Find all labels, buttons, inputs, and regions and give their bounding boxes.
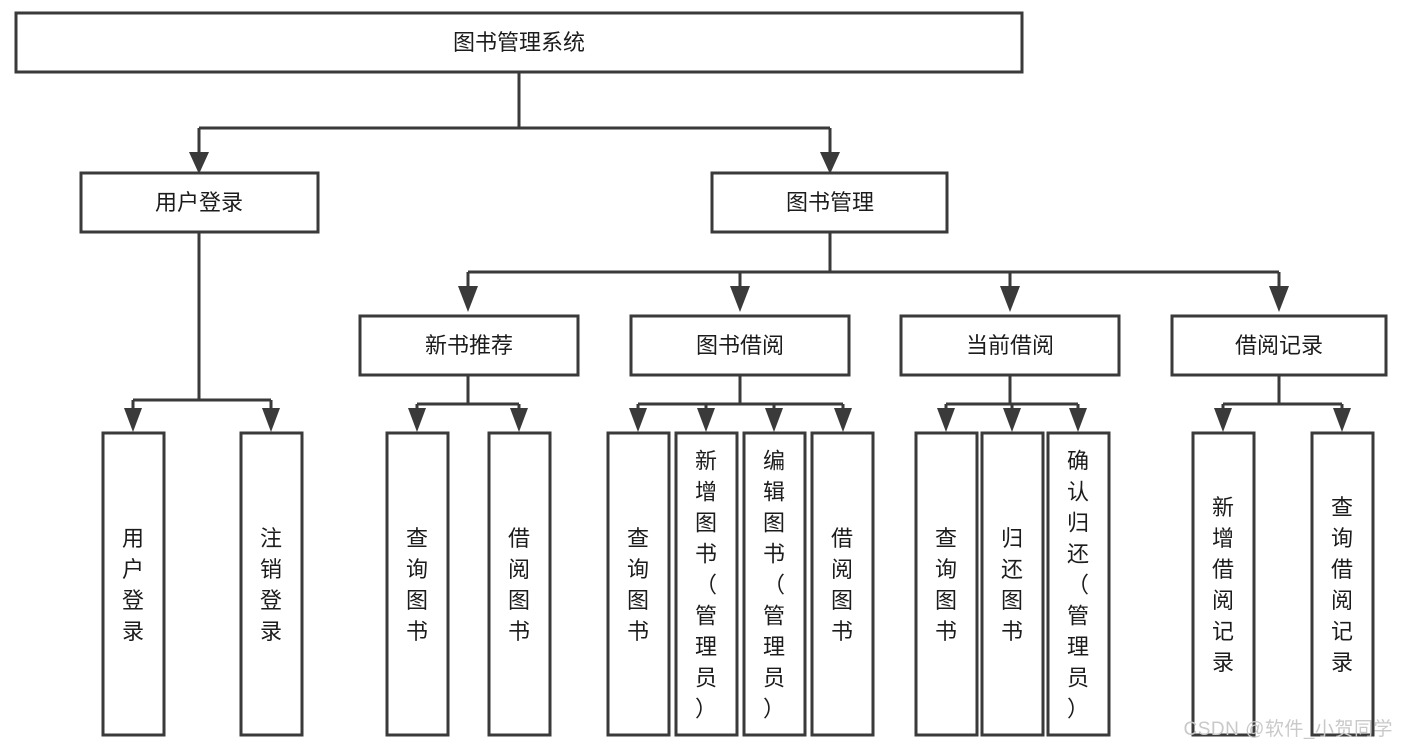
leaf-edit-book-admin-box	[742, 431, 807, 737]
leaf-query-book-2-label: 查询图书	[627, 526, 649, 644]
leaf-user-login[interactable]: 用户登录	[101, 431, 166, 737]
leaf-query-book-3[interactable]: 查询图书	[914, 431, 979, 737]
leaf-edit-book-admin[interactable]: 编辑图书（管理员）	[742, 431, 807, 737]
node-root-title-box	[14, 11, 1024, 74]
arrow-cb-leaf-2	[1003, 408, 1021, 432]
leaf-return-book-box	[980, 431, 1045, 737]
node-book-borrow-label: 图书借阅	[696, 333, 784, 358]
leaf-borrow-book-2[interactable]: 借阅图书	[810, 431, 875, 737]
leaf-confirm-return-admin[interactable]: 确认归还（管理员）	[1046, 431, 1111, 737]
leaf-query-book-3-label: 查询图书	[935, 526, 957, 644]
leaf-logout[interactable]: 注销登录	[239, 431, 304, 737]
node-book-borrow[interactable]: 图书借阅	[629, 314, 851, 377]
leaf-query-borrow-record-box	[1310, 431, 1375, 737]
arrow-to-book-borrow	[730, 286, 750, 312]
arrow-cb-leaf-3	[1069, 408, 1087, 432]
leaf-return-book[interactable]: 归还图书	[980, 431, 1045, 737]
node-new-book-recommend-label: 新书推荐	[425, 333, 513, 358]
leaf-add-borrow-record[interactable]: 新增借阅记录	[1191, 431, 1256, 737]
arrow-to-new-book-rec	[458, 286, 478, 312]
node-root-title[interactable]: 图书管理系统	[14, 11, 1024, 74]
leaf-user-login-box	[101, 431, 166, 737]
arrow-bb-leaf-2	[697, 408, 715, 432]
node-new-book-recommend[interactable]: 新书推荐	[358, 314, 580, 377]
leaf-query-book-1[interactable]: 查询图书	[385, 431, 450, 737]
node-borrow-record-label: 借阅记录	[1235, 333, 1323, 358]
leaf-add-borrow-record-box	[1191, 431, 1256, 737]
arrow-to-leaf-user-login	[124, 408, 142, 432]
leaf-query-book-2[interactable]: 查询图书	[606, 431, 671, 737]
node-book-borrow-box	[629, 314, 851, 377]
leaf-query-book-3-box	[914, 431, 979, 737]
node-current-borrow-box	[899, 314, 1121, 377]
leaf-query-borrow-record[interactable]: 查询借阅记录	[1310, 431, 1375, 737]
arrow-bb-leaf-1	[629, 408, 647, 432]
leaf-add-book-admin-label: 新增图书（管理员）	[695, 449, 717, 722]
leaf-query-book-2-box	[606, 431, 671, 737]
leaf-add-book-admin[interactable]: 新增图书（管理员）	[674, 431, 739, 737]
arrow-bb-leaf-3	[765, 408, 783, 432]
leaf-confirm-return-admin-box	[1046, 431, 1111, 737]
arrow-br-leaf-2	[1333, 408, 1351, 432]
leaf-borrow-book-1-box	[487, 431, 552, 737]
node-new-book-recommend-box	[358, 314, 580, 377]
node-current-borrow-label: 当前借阅	[966, 333, 1054, 358]
arrow-to-borrow-record	[1269, 286, 1289, 312]
node-borrow-record[interactable]: 借阅记录	[1170, 314, 1388, 377]
node-book-manage-box	[710, 171, 949, 234]
leaf-borrow-book-1[interactable]: 借阅图书	[487, 431, 552, 737]
arrow-nbr-leaf-2	[510, 408, 528, 432]
node-user-login-label: 用户登录	[155, 190, 243, 215]
node-root-title-label: 图书管理系统	[453, 30, 585, 55]
leaf-borrow-book-2-label: 借阅图书	[831, 526, 853, 644]
leaf-return-book-label: 归还图书	[1001, 526, 1023, 644]
arrow-nbr-leaf-1	[408, 408, 426, 432]
arrow-root-to-book-manage	[820, 152, 840, 174]
arrow-bb-leaf-4	[834, 408, 852, 432]
leaf-add-book-admin-box	[674, 431, 739, 737]
arrow-to-current-borrow	[1000, 286, 1020, 312]
arrow-cb-leaf-1	[937, 408, 955, 432]
node-borrow-record-box	[1170, 314, 1388, 377]
leaf-query-book-1-box	[385, 431, 450, 737]
node-current-borrow[interactable]: 当前借阅	[899, 314, 1121, 377]
leaf-user-login-label: 用户登录	[122, 526, 144, 644]
node-user-login[interactable]: 用户登录	[79, 171, 320, 234]
arrow-br-leaf-1	[1214, 408, 1232, 432]
connector-layer	[124, 72, 1351, 432]
node-book-manage-label: 图书管理	[786, 190, 874, 215]
leaf-borrow-book-1-label: 借阅图书	[508, 526, 530, 644]
csdn-watermark: CSDN @软件_小贺同学	[1183, 719, 1393, 740]
leaf-logout-label: 注销登录	[260, 526, 282, 644]
leaf-query-borrow-record-label: 查询借阅记录	[1331, 495, 1353, 675]
leaf-add-borrow-record-label: 新增借阅记录	[1212, 495, 1234, 675]
leaf-edit-book-admin-label: 编辑图书（管理员）	[763, 449, 785, 722]
leaf-confirm-return-admin-label: 确认归还（管理员）	[1067, 449, 1089, 722]
leaf-query-book-1-label: 查询图书	[406, 526, 428, 644]
leaf-borrow-book-2-box	[810, 431, 875, 737]
arrow-to-leaf-logout	[262, 408, 280, 432]
node-book-manage[interactable]: 图书管理	[710, 171, 949, 234]
node-user-login-box	[79, 171, 320, 234]
arrow-root-to-user-login	[189, 152, 209, 174]
leaf-logout-box	[239, 431, 304, 737]
